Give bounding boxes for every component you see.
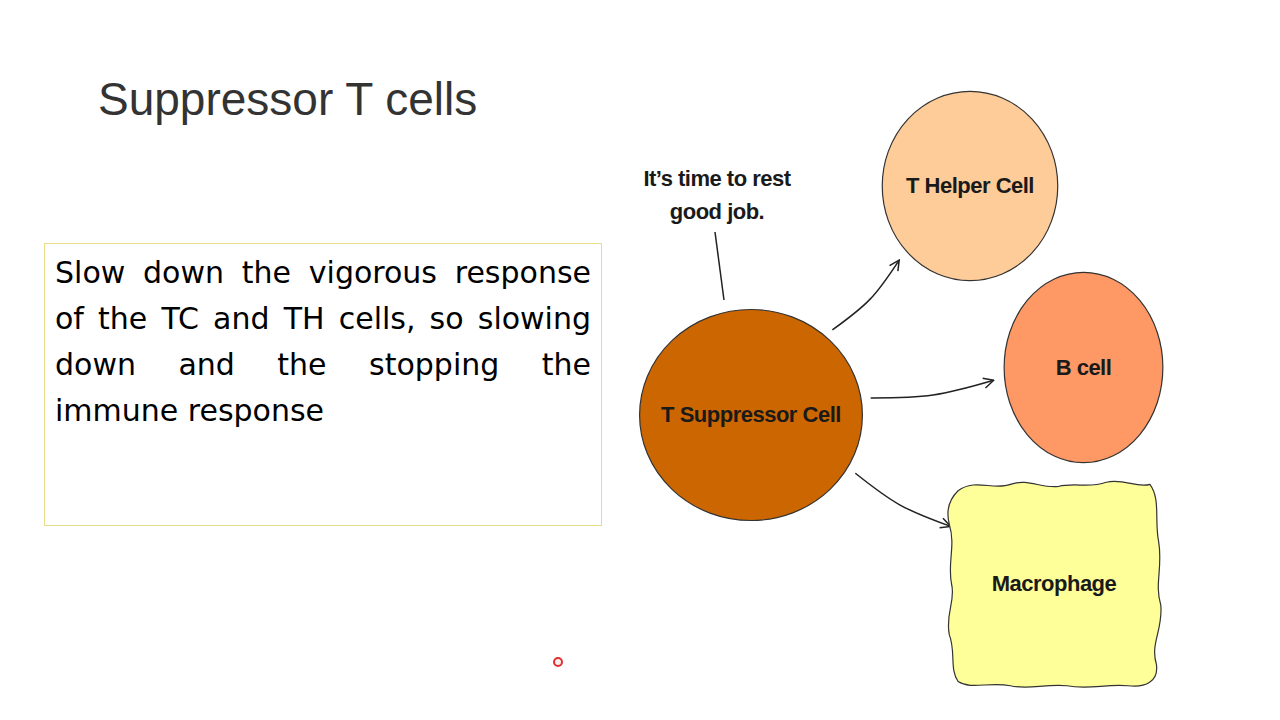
arrow-connector	[832, 260, 899, 330]
arrow-connector	[855, 473, 950, 526]
macrophage-cell: Macrophage	[945, 478, 1163, 690]
cell-label: T Helper Cell	[906, 173, 1034, 199]
leader-line	[715, 232, 724, 300]
slide-title: Suppressor T cells	[98, 72, 477, 126]
arrow-connector	[871, 380, 994, 398]
cell-label: Macrophage	[992, 571, 1117, 597]
cell-label: B cell	[1056, 355, 1112, 381]
suppressor-cell: T Suppressor Cell	[638, 308, 864, 522]
cursor-dot	[554, 658, 562, 666]
description-text: Slow down the vigorous response of the T…	[55, 250, 591, 434]
b-cell: B cell	[1003, 271, 1164, 464]
cell-label: T Suppressor Cell	[661, 402, 841, 428]
text-box: Slow down the vigorous response of the T…	[44, 243, 602, 526]
helper-cell: T Helper Cell	[881, 90, 1059, 282]
speech-callout: It’s time to rest good job.	[632, 162, 802, 228]
